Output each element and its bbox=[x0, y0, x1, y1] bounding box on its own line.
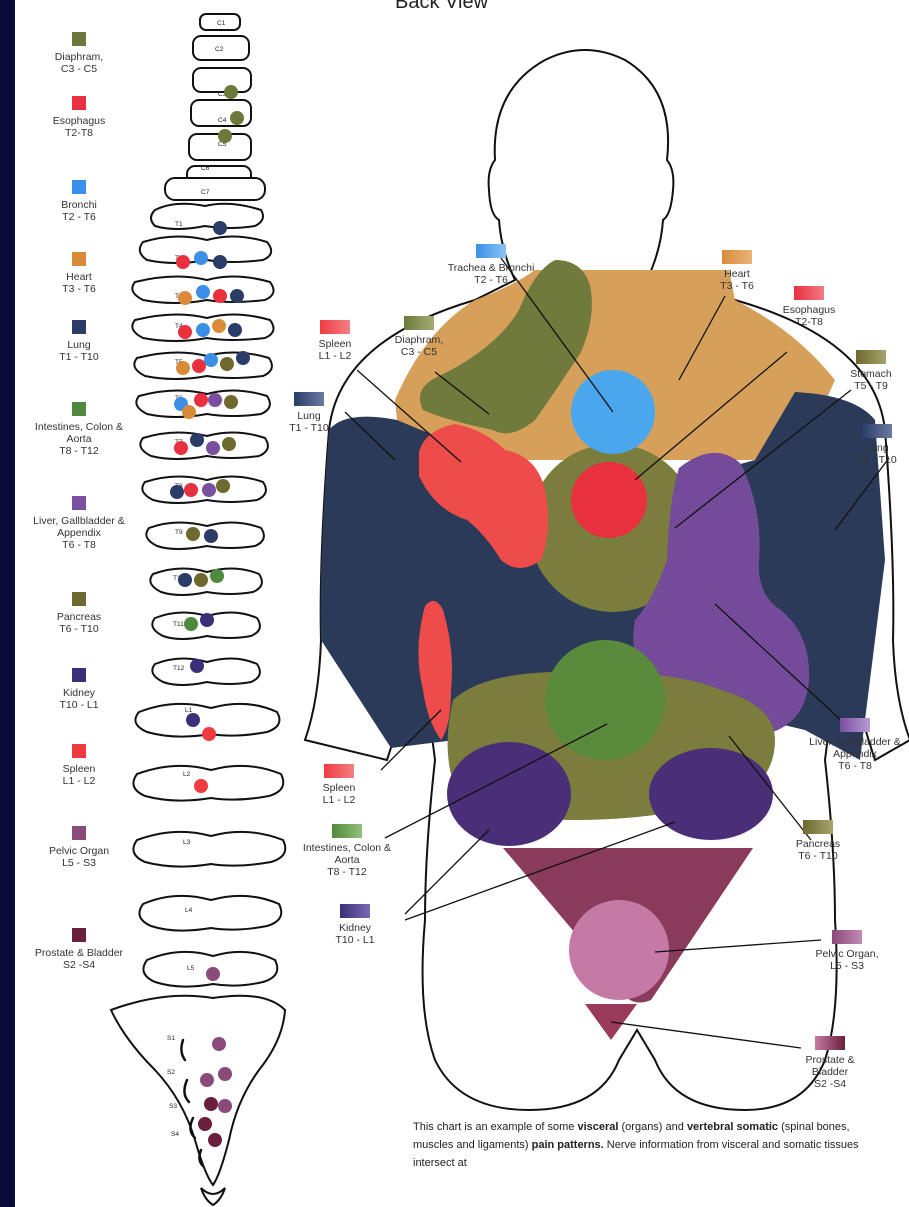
label-swatch bbox=[803, 820, 833, 834]
kidney-right-region bbox=[649, 748, 773, 840]
label-diaphram: Diaphram,C3 - C5 bbox=[379, 316, 459, 358]
label-swatch bbox=[840, 718, 870, 732]
vertebra-l3 bbox=[133, 832, 285, 867]
vertebra-label: S2 bbox=[167, 1069, 175, 1076]
vertebra-label: S4 bbox=[171, 1131, 179, 1138]
vertebra-t12 bbox=[152, 658, 260, 685]
vertebra-label: L5 bbox=[187, 965, 195, 972]
vertebra-label: C4 bbox=[218, 117, 227, 124]
pelvic-organ-region bbox=[569, 900, 669, 1000]
vertebra-label: T1 bbox=[175, 221, 183, 228]
vertebra-c3 bbox=[193, 68, 251, 92]
coccyx bbox=[201, 1188, 225, 1205]
label-swatch bbox=[794, 286, 824, 300]
label-swatch bbox=[340, 904, 370, 918]
vertebra-label: C1 bbox=[217, 20, 226, 27]
anatomy-svg: C1 C2 C3 C4 C5 C6 C7 T1 T2 T3 T4 T5 T6 T… bbox=[15, 0, 909, 1207]
vertebra-t7 bbox=[140, 432, 268, 459]
vertebra-label: T11 bbox=[173, 621, 184, 628]
vertebra-label: S3 bbox=[169, 1103, 177, 1110]
label-swatch bbox=[815, 1036, 845, 1050]
vertebra-label: T9 bbox=[175, 529, 183, 536]
label-swatch bbox=[832, 930, 862, 944]
label-swatch bbox=[404, 316, 434, 330]
label-swatch bbox=[856, 350, 886, 364]
caption-text: This chart is an example of some viscera… bbox=[413, 1118, 883, 1172]
vertebra-label: L4 bbox=[185, 907, 193, 914]
label-swatch bbox=[862, 424, 892, 438]
vertebra-label: C6 bbox=[201, 165, 210, 172]
vertebra-label: S1 bbox=[167, 1035, 175, 1042]
vertebra-l2 bbox=[133, 766, 283, 801]
label-swatch bbox=[294, 392, 324, 406]
vertebra-t1 bbox=[151, 204, 263, 229]
label-swatch bbox=[324, 764, 354, 778]
vertebra-l4 bbox=[139, 896, 281, 931]
vertebra-c7 bbox=[165, 178, 265, 200]
vertebra-label: L2 bbox=[183, 771, 191, 778]
spine bbox=[111, 14, 285, 1205]
label-pelvic-organ: Pelvic Organ,L5 - S3 bbox=[805, 930, 889, 972]
intestines-region bbox=[545, 640, 665, 760]
label-swatch bbox=[320, 320, 350, 334]
vertebra-label: C2 bbox=[215, 46, 224, 53]
vertebra-label: T12 bbox=[173, 665, 185, 672]
vertebra-label: C7 bbox=[201, 189, 210, 196]
sacrum bbox=[111, 996, 285, 1185]
label-swatch bbox=[722, 250, 752, 264]
esophagus-region bbox=[571, 462, 647, 538]
label-swatch bbox=[476, 244, 506, 258]
vertebra-label: L3 bbox=[183, 839, 191, 846]
vertebra-label: L1 bbox=[185, 707, 193, 714]
label-swatch bbox=[332, 824, 362, 838]
kidney-left-region bbox=[447, 742, 571, 846]
